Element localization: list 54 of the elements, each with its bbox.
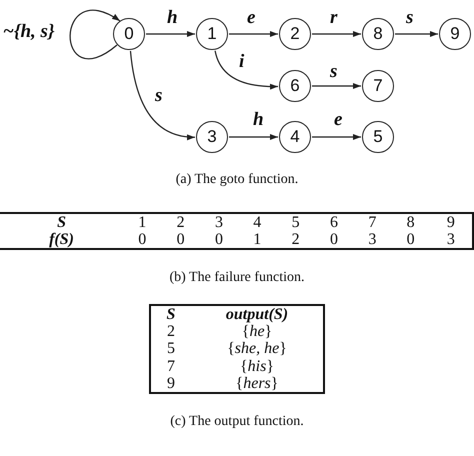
state-number: 5	[292, 214, 300, 231]
state-number: 7	[167, 358, 175, 375]
state-number: 8	[406, 214, 415, 231]
output-set: {he}	[242, 323, 272, 340]
column-header: output(S)	[226, 306, 288, 324]
failure-state: 0	[406, 231, 415, 248]
failure-state: 0	[138, 231, 146, 248]
state-number: 9	[446, 214, 455, 231]
state-number: 4	[253, 214, 262, 231]
failure-state: 3	[368, 231, 376, 248]
state-number: 9	[167, 374, 175, 392]
figure-caption: (a) The goto function.	[176, 172, 298, 188]
arrow	[312, 134, 361, 140]
state-circle: 6	[279, 70, 311, 102]
state-circle: 9	[439, 18, 471, 50]
state-circle: 1	[196, 18, 228, 50]
failure-state: 0	[176, 231, 185, 248]
arrow	[214, 50, 278, 90]
state-circle: 7	[362, 70, 394, 102]
state-circle: 0	[113, 18, 145, 50]
output-set: {she, he}	[227, 340, 287, 358]
arrow	[312, 83, 361, 89]
state-number: 5	[167, 340, 175, 358]
state-number: 2	[176, 214, 185, 231]
state-number: 1	[138, 214, 146, 231]
arrow	[229, 134, 278, 140]
figure-caption: (c) The output function.	[170, 414, 304, 430]
failure-state: 2	[292, 231, 300, 248]
state-number: 3	[214, 214, 223, 231]
state-circle: 4	[279, 121, 311, 153]
arrow	[312, 31, 361, 37]
failure-state: 1	[253, 231, 262, 248]
state-number: 7	[368, 214, 376, 231]
failure-state: 3	[446, 231, 455, 248]
figure-caption: (b) The failure function.	[169, 270, 305, 286]
row-header: f(S)	[49, 231, 74, 248]
failure-state: 0	[330, 231, 338, 248]
failure-state: 0	[214, 231, 223, 248]
state-circle: 3	[196, 121, 228, 153]
state-circle: 2	[279, 18, 311, 50]
state-number: 6	[330, 214, 338, 231]
arrow	[229, 31, 278, 37]
output-set: {his}	[240, 358, 274, 375]
arrow	[70, 10, 120, 60]
state-circle: 8	[362, 18, 394, 50]
arrow	[146, 31, 195, 37]
state-number: 2	[167, 323, 175, 340]
state-circle: 5	[362, 121, 394, 153]
edge-label: ~{h, s}	[2, 22, 56, 42]
column-header: S	[166, 306, 176, 324]
arrow	[130, 50, 196, 140]
row-header: S	[57, 214, 66, 231]
arrow	[395, 31, 438, 37]
output-set: {hers}	[236, 374, 278, 392]
